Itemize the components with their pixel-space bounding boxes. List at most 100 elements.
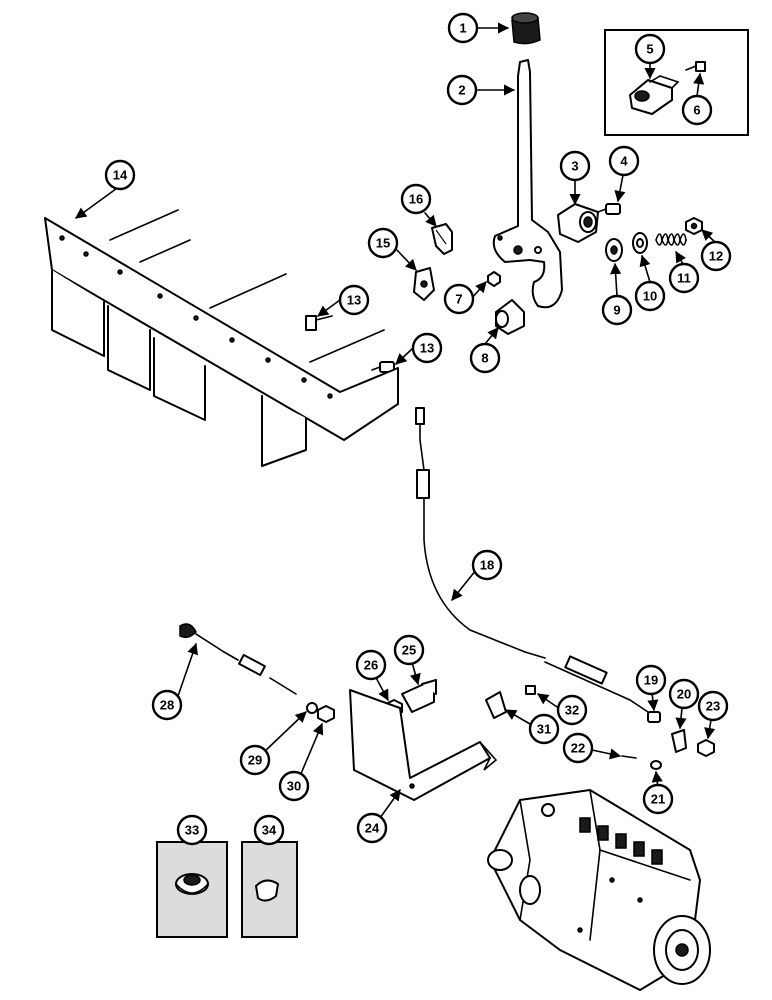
svg-text:14: 14: [113, 168, 128, 183]
callout-32: 32: [556, 694, 588, 726]
svg-text:23: 23: [706, 699, 720, 714]
inset-box-34: [241, 841, 298, 938]
svg-text:18: 18: [480, 558, 494, 573]
svg-text:4: 4: [620, 154, 628, 169]
part-1-knob: [511, 12, 541, 45]
part-21-washer: [650, 760, 662, 770]
part-16-clip: [431, 223, 453, 255]
callout-26: 26: [355, 649, 387, 681]
part-31-clip: [485, 691, 507, 719]
part-2-lever: [492, 59, 563, 309]
callout-7: 7: [443, 283, 475, 315]
part-9-lock-washer: [605, 238, 623, 262]
callout-33: 33: [176, 814, 208, 846]
svg-text:2: 2: [458, 83, 465, 98]
part-11-spring: [655, 233, 687, 246]
svg-text:1: 1: [459, 21, 466, 36]
callout-5: 5: [634, 33, 666, 65]
svg-text:12: 12: [709, 249, 723, 264]
callout-21: 21: [642, 783, 674, 815]
part-8-bushing: [495, 299, 525, 335]
part-18-cable: [415, 407, 661, 721]
svg-text:19: 19: [644, 673, 658, 688]
svg-text:7: 7: [455, 292, 462, 307]
svg-text:21: 21: [651, 792, 665, 807]
callout-9: 9: [601, 294, 633, 326]
svg-text:6: 6: [693, 103, 700, 118]
svg-text:25: 25: [402, 643, 416, 658]
svg-text:11: 11: [677, 271, 691, 286]
svg-text:28: 28: [160, 698, 174, 713]
svg-text:30: 30: [287, 779, 301, 794]
svg-text:31: 31: [537, 722, 551, 737]
part-23-nut: [697, 739, 715, 757]
svg-text:34: 34: [262, 823, 277, 838]
svg-text:3: 3: [571, 159, 578, 174]
callout-14: 14: [104, 159, 136, 191]
svg-text:13: 13: [420, 341, 434, 356]
svg-text:15: 15: [376, 236, 390, 251]
callout-29: 29: [239, 744, 271, 776]
part-20-fitting: [671, 729, 687, 753]
callout-2: 2: [446, 74, 478, 106]
callout-30: 30: [278, 770, 310, 802]
svg-text:8: 8: [481, 351, 488, 366]
part-22-pin: [621, 755, 637, 759]
part-3-bearing: [557, 203, 599, 243]
part-24-bracket: [349, 689, 498, 801]
svg-text:29: 29: [248, 753, 262, 768]
part-13-bolt-upper: [305, 315, 333, 331]
svg-text:13: 13: [347, 293, 361, 308]
injection-pump: [487, 789, 711, 991]
svg-text:26: 26: [364, 658, 378, 673]
callout-3: 3: [559, 150, 591, 182]
part-29-washer: [306, 702, 318, 714]
part-25-bolt: [401, 679, 437, 713]
svg-text:22: 22: [571, 741, 585, 756]
part-19-nut: [647, 711, 661, 723]
callout-24: 24: [356, 812, 388, 844]
part-6-screw: [685, 61, 706, 72]
part-30-nut: [317, 705, 335, 723]
callout-25: 25: [393, 634, 425, 666]
callout-11: 11: [668, 262, 700, 294]
callout-8: 8: [469, 342, 501, 374]
callout-13-upper: 13: [338, 284, 370, 316]
callout-1: 1: [447, 12, 479, 44]
part-14-frame: [44, 209, 399, 467]
callout-22: 22: [562, 732, 594, 764]
part-12-nut: [685, 217, 703, 235]
inset-box-33: [156, 841, 228, 938]
svg-text:24: 24: [365, 821, 380, 836]
svg-text:9: 9: [613, 303, 620, 318]
part-10-washer: [632, 232, 648, 254]
part-15-clevis: [413, 267, 435, 301]
svg-text:16: 16: [409, 192, 423, 207]
callout-31: 31: [528, 713, 560, 745]
callout-20: 20: [668, 678, 700, 710]
callout-18: 18: [471, 549, 503, 581]
part-28-linkage: [179, 623, 297, 695]
callout-23: 23: [697, 690, 729, 722]
leader-lines: [75, 22, 717, 819]
callout-10: 10: [634, 280, 666, 312]
callout-12: 12: [700, 240, 732, 272]
callout-4: 4: [608, 145, 640, 177]
svg-text:10: 10: [643, 289, 657, 304]
callout-6: 6: [681, 94, 713, 126]
callouts: 1 2 3 4 5 6 7 8 9 10 11 12 13 13 14 15 1…: [104, 12, 732, 846]
svg-text:20: 20: [677, 687, 691, 702]
inset-box-top-right: [604, 29, 749, 136]
callout-16: 16: [400, 183, 432, 215]
part-4-screw: [597, 203, 621, 215]
callout-19: 19: [635, 664, 667, 696]
callout-15: 15: [367, 227, 399, 259]
callout-13-lower: 13: [411, 332, 443, 364]
svg-text:5: 5: [646, 42, 653, 57]
callout-28: 28: [151, 689, 183, 721]
svg-text:33: 33: [185, 823, 199, 838]
part-7-nut: [487, 271, 501, 287]
callout-34: 34: [253, 814, 285, 846]
svg-text:32: 32: [565, 703, 579, 718]
